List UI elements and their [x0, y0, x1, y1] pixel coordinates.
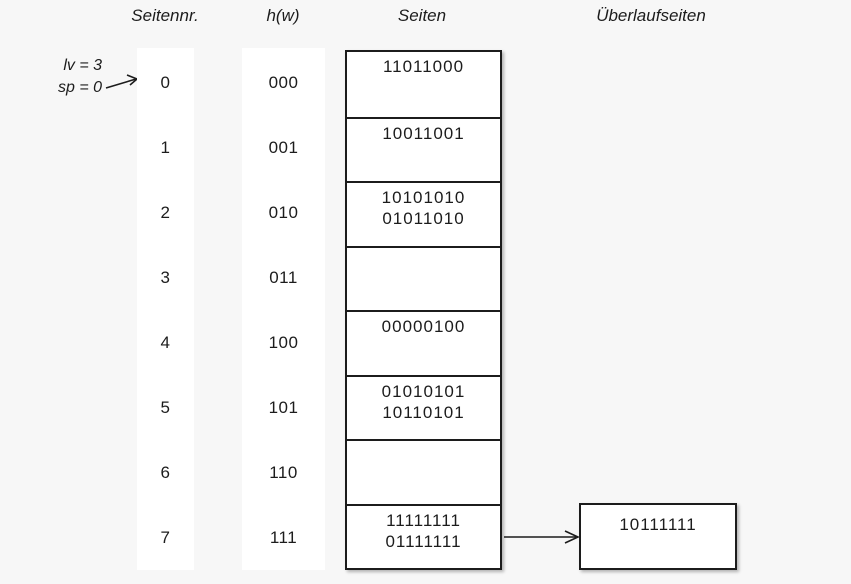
- record-value: [347, 337, 500, 358]
- record-value: 11011000: [382, 57, 465, 76]
- hash-value: 110: [269, 462, 298, 482]
- overflow-page-box: 10111111: [579, 503, 737, 570]
- page-number: 4: [160, 332, 171, 352]
- record-value: [347, 144, 500, 165]
- page-number: 7: [160, 527, 171, 547]
- record-value: 10011001: [382, 123, 465, 143]
- level-value: lv = 3: [63, 57, 102, 74]
- page-cell: 01010101 10110101: [347, 374, 500, 440]
- page-cell: 10101010 01011010: [347, 181, 500, 246]
- record-value: [347, 445, 500, 466]
- overflow-arrow-icon: [504, 530, 580, 544]
- hash-value-column: 000 001 010 011 100 101 110 111: [242, 48, 325, 570]
- overflow-record-value: 10111111: [619, 515, 697, 534]
- record-value: 00000100: [381, 317, 466, 336]
- page-cell: [347, 439, 500, 504]
- record-value: 10110101: [382, 402, 465, 422]
- state-annotation: lv = 3 sp = 0: [24, 55, 102, 99]
- column-header-seitennr: Seitennr.: [131, 6, 199, 25]
- hash-value: 111: [269, 527, 298, 547]
- page-number: 5: [160, 397, 171, 417]
- record-value: [347, 252, 500, 273]
- column-header-ueberlaufseiten: Überlaufseiten: [596, 6, 706, 25]
- page-number: 3: [160, 267, 171, 287]
- record-value: [347, 466, 500, 487]
- page-number: 2: [160, 202, 171, 222]
- column-header-seiten: Seiten: [397, 6, 447, 25]
- record-value: 10101010: [381, 188, 466, 207]
- hash-value: 000: [268, 72, 299, 92]
- page-number: 1: [160, 137, 171, 157]
- page-number: 0: [160, 72, 171, 92]
- column-header-hw: h(w): [266, 6, 300, 25]
- split-pointer-value: sp = 0: [57, 79, 102, 96]
- record-value: 11111111: [386, 510, 461, 530]
- page-number: 6: [160, 462, 171, 482]
- record-value: 01011010: [382, 209, 465, 228]
- page-cell: [347, 245, 500, 311]
- page-cell: 11111111 01111111: [347, 503, 500, 569]
- record-value: [347, 273, 500, 294]
- hash-value: 001: [268, 137, 299, 157]
- record-value: 01111111: [385, 531, 462, 551]
- page-cell: 11011000: [347, 52, 500, 117]
- page-number-column: 0 1 2 3 4 5 6 7: [137, 48, 194, 570]
- page-cell: 00000100: [347, 310, 500, 375]
- page-cell: 10011001: [347, 116, 500, 182]
- hash-value: 101: [268, 397, 299, 417]
- hash-value: 011: [269, 267, 298, 287]
- record-value: 01010101: [381, 381, 466, 401]
- hash-value: 010: [268, 202, 299, 222]
- pages-table: 11011000 10011001 10101010 01011010 0000…: [345, 50, 502, 570]
- record-value: [347, 77, 500, 98]
- hash-value: 100: [268, 332, 299, 352]
